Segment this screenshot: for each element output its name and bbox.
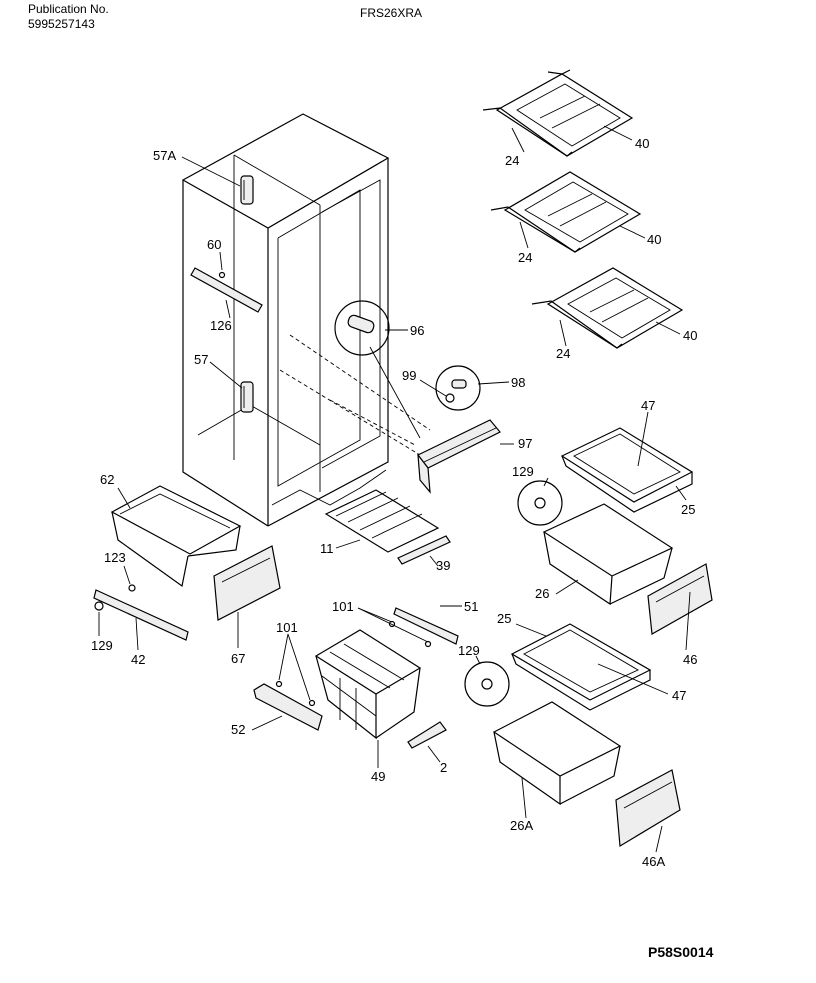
screw-123 [128,584,136,592]
callout-40c: 40 [683,328,697,343]
callout-24a: 24 [505,153,519,168]
callout-129c: 129 [458,643,480,658]
callout-123: 123 [104,550,126,565]
callout-39: 39 [436,558,450,573]
publication-label: Publication No. [28,2,109,16]
callout-129a: 129 [91,638,113,653]
screw-101b [424,640,432,648]
callout-26A: 26A [510,818,533,833]
pan-26 [542,503,674,606]
callout-97: 97 [518,436,532,451]
screw-101a [388,620,396,628]
callout-51: 51 [464,599,478,614]
roller-129b [534,497,546,509]
callout-11: 11 [320,541,334,556]
detail-circle-129c [464,661,510,707]
pan-cover-97 [417,419,501,494]
callout-96: 96 [410,323,424,338]
rail-39 [397,535,451,565]
pan-26A [492,701,622,806]
shelf-middle [490,171,642,253]
bracket-52 [253,683,323,731]
callout-25a: 25 [681,502,695,517]
rail-57 [240,381,254,413]
rail-51 [393,607,459,645]
cover-47-upper [560,427,694,513]
callout-98: 98 [511,375,525,390]
callout-24b: 24 [518,250,532,265]
leader-lines [98,125,691,853]
callout-labels: 57A 60 126 57 96 99 98 97 62 123 129 42 … [91,136,697,869]
callout-2: 2 [440,760,447,775]
roller-129c [481,678,493,690]
wire-shelf-11 [324,489,440,553]
callout-24c: 24 [556,346,570,361]
pan-front-46A [615,769,681,848]
callout-99: 99 [402,368,416,383]
callout-47a: 47 [641,398,655,413]
roller-129a [94,601,104,611]
shelf-upper [482,69,634,157]
callout-40a: 40 [635,136,649,151]
callout-129b: 129 [512,464,534,479]
callout-60: 60 [207,237,221,252]
rail-42 [93,589,189,641]
pan-62 [110,485,242,588]
callout-126: 126 [210,318,232,333]
callout-52: 52 [231,722,245,737]
pan-front-67 [213,545,281,621]
rail-2 [407,721,447,749]
detail-circle-129b [517,480,563,526]
screw-101d [308,699,316,707]
cover-47-lower [510,623,652,711]
detail-circle-96 [334,300,421,439]
callout-67: 67 [231,651,245,666]
model-number: FRS26XRA [360,6,423,20]
cabinet-drawing [181,113,431,527]
callout-101b: 101 [276,620,298,635]
callout-40b: 40 [647,232,661,247]
callout-49: 49 [371,769,385,784]
rail-57a [240,175,254,205]
detail-circle-98 [435,365,481,411]
callout-62: 62 [100,472,114,487]
callout-57: 57 [194,352,208,367]
callout-42: 42 [131,652,145,667]
callout-101a: 101 [332,599,354,614]
callout-46: 46 [683,652,697,667]
shelf-lower [531,267,684,349]
bushing-99 [445,393,455,403]
publication-number: 5995257143 [28,17,95,31]
shelf-support-126 [190,267,263,313]
callout-26: 26 [535,586,549,601]
callout-57A: 57A [153,148,176,163]
wire-basket-49 [314,629,422,740]
pan-front-46 [647,563,713,635]
callout-46A: 46A [642,854,665,869]
callout-25b: 25 [497,611,511,626]
callout-47b: 47 [672,688,686,703]
drawing-code: P58S0014 [648,944,714,960]
screw-101c [275,680,283,688]
